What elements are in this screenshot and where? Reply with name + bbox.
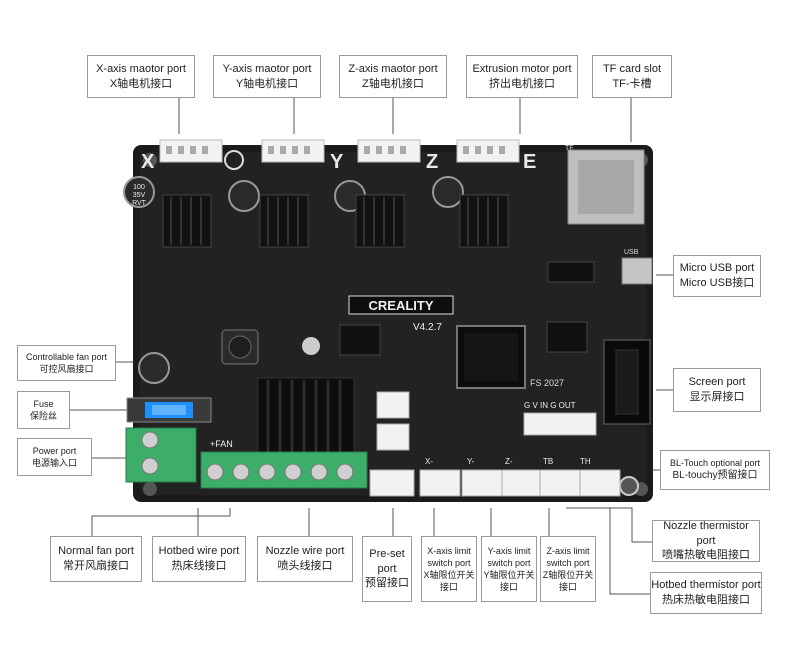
capacitors bbox=[123, 176, 464, 384]
label-x-limit: X-axis limit switch port X轴限位开关接口 bbox=[421, 536, 477, 602]
label-text-en: BL-Touch optional port bbox=[669, 458, 761, 469]
label-text-zh: TF-卡槽 bbox=[612, 77, 652, 90]
axis-letter-y: Y bbox=[330, 151, 344, 173]
label-text-zh: 电源输入口 bbox=[31, 458, 77, 468]
micro-usb-part bbox=[621, 257, 653, 285]
label-text-zh: 常开风扇接口 bbox=[63, 560, 129, 572]
label-y-limit: Y-axis limit switch port Y轴限位开关接口 bbox=[481, 536, 537, 602]
screen-pin-marks: G V IN G OUT bbox=[524, 401, 576, 410]
label-text-en: Fuse bbox=[33, 398, 54, 409]
label-text-en: Controllable fan port bbox=[25, 351, 108, 362]
cap-text-rvt: RVT bbox=[132, 200, 147, 207]
label-text-zh: 挤出电机接口 bbox=[489, 77, 555, 90]
label-text-zh: Y轴限位开关接口 bbox=[483, 570, 535, 593]
label-nozzle-wire: Nozzle wire port 喷头线接口 bbox=[257, 536, 353, 582]
label-text-zh: 可控风扇接口 bbox=[39, 364, 94, 374]
fan-connectors bbox=[376, 391, 410, 451]
screen-header bbox=[603, 339, 651, 425]
brand-text: CREALITY bbox=[369, 298, 434, 313]
label-controllable-fan: Controllable fan port 可控风扇接口 bbox=[17, 345, 116, 381]
endstop-mark-y: Y- bbox=[467, 457, 475, 466]
usb-mark: USB bbox=[624, 249, 639, 256]
label-screen-port: Screen port 显示屏接口 bbox=[673, 368, 761, 412]
label-text-zh: 热床线接口 bbox=[171, 560, 227, 572]
label-text-zh: 预留接口 bbox=[365, 577, 409, 590]
label-text-en: TF card slot bbox=[602, 62, 662, 75]
label-text-en: Screen port bbox=[688, 376, 746, 389]
label-nozzle-thermistor: Nozzle thermistor port 喷嘴热敏电阻接口 bbox=[652, 520, 760, 562]
mosfet-heatsink bbox=[257, 377, 355, 455]
label-text-zh: 热床热敏电阻接口 bbox=[662, 594, 750, 606]
label-fuse: Fuse 保险丝 bbox=[17, 391, 70, 429]
fuse-part bbox=[126, 397, 212, 423]
label-text-en: Y-axis limit switch port bbox=[487, 545, 531, 568]
cap-text-100: 100 bbox=[133, 184, 145, 191]
label-z-limit: Z-axis limit switch port Z轴限位开关接口 bbox=[540, 536, 596, 602]
axis-letter-x: X bbox=[141, 151, 155, 173]
main-mcu bbox=[456, 325, 526, 389]
label-text-zh: 保险丝 bbox=[29, 411, 57, 421]
label-text-en: Extrusion motor port bbox=[472, 62, 572, 75]
label-text-zh: Y轴电机接口 bbox=[235, 77, 299, 90]
label-text-en: Y-axis maotor port bbox=[222, 62, 312, 75]
label-text-en: Z-axis limit switch port bbox=[546, 545, 590, 568]
label-text-en: Z-axis maotor port bbox=[348, 62, 438, 75]
label-z-motor: Z-axis maotor port Z轴电机接口 bbox=[339, 55, 447, 98]
cap-text-35v: 35V bbox=[133, 192, 146, 199]
label-hotbed-thermistor: Hotbed thermistor port 热床热敏电阻接口 bbox=[650, 572, 762, 614]
version-text: V4.2.7 bbox=[413, 322, 442, 333]
label-tf-card: TF card slot TF-卡槽 bbox=[592, 55, 672, 98]
label-text-en: Pre-set port bbox=[369, 547, 405, 575]
label-y-motor: Y-axis maotor port Y轴电机接口 bbox=[213, 55, 321, 98]
label-text-zh: X轴限位开关接口 bbox=[423, 570, 475, 593]
creality-logo: CREALITY bbox=[348, 295, 454, 315]
endstop-mark-tb: TB bbox=[543, 457, 553, 466]
label-text-en: Micro USB port bbox=[679, 262, 755, 275]
label-text-en: Normal fan port bbox=[58, 545, 134, 558]
endstop-mark-z: Z- bbox=[505, 457, 513, 466]
axis-letter-z: Z bbox=[426, 151, 438, 173]
label-text-en: Nozzle wire port bbox=[265, 545, 345, 558]
label-power-port: Power port 电源输入口 bbox=[17, 438, 92, 476]
endstop-mark-th: TH bbox=[580, 457, 591, 466]
bltouch-header bbox=[523, 412, 597, 436]
label-text-en: Hotbed thermistor port bbox=[651, 579, 761, 592]
label-text-zh: 喷头线接口 bbox=[277, 560, 333, 572]
endstop-mark-x: X- bbox=[425, 457, 433, 466]
label-x-motor: X-axis maotor port X轴电机接口 bbox=[87, 55, 195, 98]
label-text-zh: 喷嘴热敏电阻接口 bbox=[662, 549, 750, 562]
chip-mark: FS 2027 bbox=[530, 378, 564, 388]
endstop-connectors bbox=[369, 469, 621, 497]
label-text-zh: Z轴限位开关接口 bbox=[542, 570, 594, 593]
axis-letter-e: E bbox=[523, 151, 536, 173]
label-text-en: Power port bbox=[32, 445, 77, 456]
fan-mark: +FAN bbox=[210, 439, 233, 449]
label-text-zh: BL-touchy预留接口 bbox=[672, 470, 758, 482]
label-hotbed-wire: Hotbed wire port 热床线接口 bbox=[152, 536, 246, 582]
label-text-en: X-axis maotor port bbox=[96, 62, 186, 75]
label-text-en: Hotbed wire port bbox=[158, 545, 240, 558]
label-preset-port: Pre-set port 预留接口 bbox=[362, 536, 412, 602]
label-text-zh: X轴电机接口 bbox=[109, 77, 173, 90]
label-text-en: Nozzle thermistor port bbox=[663, 519, 749, 547]
label-text-zh: Micro USB接口 bbox=[679, 277, 755, 289]
label-text-en: X-axis limit switch port bbox=[427, 545, 471, 568]
label-micro-usb: Micro USB port Micro USB接口 bbox=[673, 255, 761, 297]
label-text-zh: 显示屏接口 bbox=[689, 391, 745, 403]
label-extrusion-motor: Extrusion motor port 挤出电机接口 bbox=[466, 55, 578, 98]
power-terminal bbox=[125, 427, 197, 483]
leader-lines bbox=[70, 98, 673, 595]
label-normal-fan: Normal fan port 常开风扇接口 bbox=[50, 536, 142, 582]
label-text-zh: Z轴电机接口 bbox=[362, 77, 424, 90]
tf-mark: TF bbox=[565, 145, 574, 152]
label-bltouch: BL-Touch optional port BL-touchy预留接口 bbox=[660, 450, 770, 490]
